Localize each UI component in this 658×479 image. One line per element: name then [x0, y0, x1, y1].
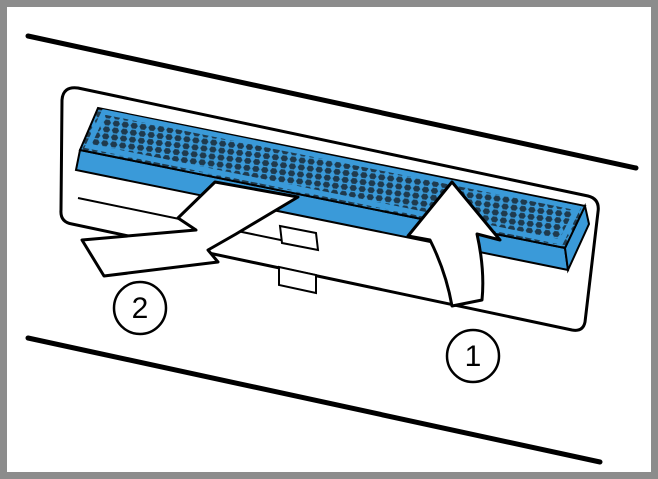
filter-rim: [84, 109, 582, 245]
step-2-marker: 2: [112, 280, 168, 336]
step-1-marker: 1: [445, 328, 501, 384]
arrow-pull: [80, 180, 300, 278]
lower-panel-edge: [25, 335, 603, 465]
step-2-label: 2: [132, 292, 149, 325]
clip-upper: [278, 224, 320, 252]
clip-lower: [278, 265, 317, 295]
arrow-lift: [406, 180, 502, 308]
step-1-label: 1: [465, 340, 482, 373]
upper-panel-edge: [25, 33, 639, 171]
